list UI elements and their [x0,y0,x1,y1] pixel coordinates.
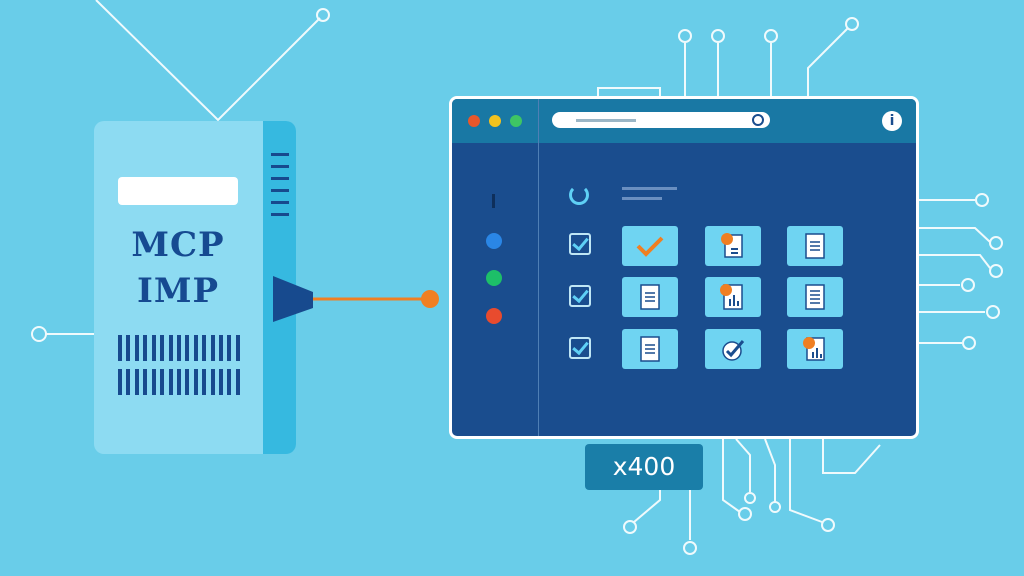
server-drive-slot [118,177,238,205]
mcp-server: MCP IMP [94,121,296,454]
server-port-arrow-icon [273,276,313,322]
task-tile[interactable] [787,226,843,266]
connector-node [421,290,439,308]
task-tile[interactable] [787,277,843,317]
task-tile[interactable] [705,329,761,369]
server-label-line2: IMP [136,271,220,311]
sidebar-dot-green[interactable] [486,270,502,286]
task-tile[interactable] [705,226,761,266]
search-icon[interactable] [752,114,764,126]
chart-badge-icon [803,337,825,361]
document-icon [805,284,825,310]
row-checkbox-2[interactable] [569,285,591,307]
document-icon [805,233,825,259]
sidebar-dot-blue[interactable] [486,233,502,249]
task-tile[interactable] [622,226,678,266]
address-text-placeholder [576,119,636,122]
server-vents-top [118,335,240,361]
sidebar-marker [492,194,495,208]
document-icon [640,284,660,310]
task-tile[interactable] [622,329,678,369]
loading-spinner-icon [569,185,589,205]
sidebar-dot-red[interactable] [486,308,502,324]
row-checkbox-1[interactable] [569,233,591,255]
maximize-dot[interactable] [510,115,522,127]
server-side-vents [271,153,289,225]
task-tile[interactable] [705,277,761,317]
task-tile[interactable] [622,277,678,317]
close-dot[interactable] [468,115,480,127]
info-icon[interactable]: i [882,111,902,131]
sidebar-divider [538,99,539,436]
server-vents-bottom [118,369,240,395]
minimize-dot[interactable] [489,115,501,127]
document-icon [640,336,660,362]
instance-count-badge: x400 [585,444,703,490]
browser-window: i [449,96,919,439]
server-label-line1: MCP [131,225,225,265]
approval-icon [722,340,745,361]
task-tile[interactable] [787,329,843,369]
window-titlebar: i [452,99,916,143]
row-checkbox-3[interactable] [569,337,591,359]
document-badge-icon [721,233,743,258]
checkmark-icon [636,236,664,257]
address-bar[interactable] [552,112,770,128]
chart-badge-icon [720,284,743,310]
